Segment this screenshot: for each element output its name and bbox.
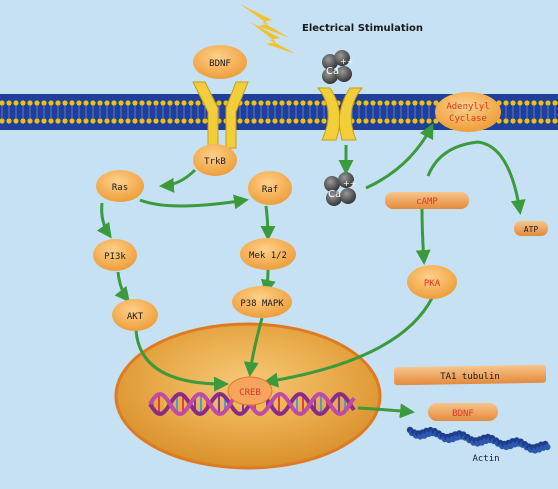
trkb-node: TrkB — [193, 144, 237, 176]
svg-text:P38 MAPK: P38 MAPK — [240, 299, 284, 309]
arrow-ca-adenylyl — [365, 123, 434, 190]
calcium-ion-bottom: Ca ++ — [324, 172, 356, 206]
adenylyl-cyclase-node: Adenylyl Cyclase — [435, 92, 501, 132]
arrow-trkb-ras — [159, 168, 197, 193]
svg-text:TA1 tubulin: TA1 tubulin — [440, 372, 500, 382]
bdnf-output-node: BDNF — [428, 403, 498, 421]
p38-mapk-node: P38 MAPK — [232, 286, 292, 318]
stimulation-label: Electrical Stimulation — [302, 23, 423, 34]
arrow-dna-bdnf — [357, 403, 415, 419]
lightning-icon — [240, 4, 296, 54]
pathway-arrows — [96, 123, 526, 419]
pka-node: PKA — [407, 265, 457, 299]
calcium-channel — [316, 87, 364, 141]
svg-text:++: ++ — [340, 57, 353, 66]
svg-text:ATP: ATP — [524, 225, 539, 234]
svg-text:cAMP: cAMP — [416, 197, 438, 207]
ras-node: Ras — [96, 170, 144, 202]
arrow-pi3k-akt — [114, 271, 130, 303]
arrow-raf-mek — [260, 205, 276, 241]
arrow-pka-creb — [263, 297, 434, 388]
arrow-ras-pi3k — [96, 202, 112, 239]
creb-node: CREB — [227, 376, 273, 406]
calcium-ion-top: Ca ++ — [322, 50, 353, 84]
svg-text:Ca: Ca — [326, 66, 339, 77]
bdnf-ligand: BDNF — [193, 45, 247, 79]
svg-text:BDNF: BDNF — [209, 59, 231, 69]
atp-node: ATP — [514, 221, 548, 236]
camp-node: cAMP — [385, 192, 469, 209]
svg-text:TrkB: TrkB — [204, 157, 226, 167]
svg-text:Adenylyl: Adenylyl — [446, 102, 489, 112]
svg-text:AKT: AKT — [127, 312, 144, 322]
ta1-tubulin-bar: TA1 tubulin — [393, 364, 547, 386]
svg-text:Ca: Ca — [328, 189, 341, 200]
arrow-ras-raf — [139, 194, 249, 210]
arrow-p38-creb — [243, 317, 264, 377]
svg-text:PKA: PKA — [424, 279, 441, 289]
svg-text:BDNF: BDNF — [452, 409, 474, 419]
mek-node: Mek 1/2 — [240, 238, 296, 270]
svg-text:Cyclase: Cyclase — [449, 114, 487, 124]
dna-helix — [148, 391, 356, 417]
svg-text:++: ++ — [343, 179, 356, 188]
svg-text:Ras: Ras — [112, 183, 128, 193]
svg-text:CREB: CREB — [239, 388, 261, 398]
arrow-camp-pka — [415, 207, 431, 265]
arrow-akt-creb — [134, 329, 229, 392]
akt-node: AKT — [112, 299, 158, 331]
actin-filament — [406, 426, 551, 454]
svg-text:PI3k: PI3k — [104, 252, 126, 262]
arrow-adenylyl-atp-loop — [426, 140, 526, 215]
actin-label: Actin — [472, 454, 499, 464]
pi3k-node: PI3k — [93, 239, 137, 271]
svg-text:Raf: Raf — [262, 185, 278, 195]
raf-node: Raf — [248, 171, 292, 205]
svg-text:Mek 1/2: Mek 1/2 — [249, 251, 287, 261]
